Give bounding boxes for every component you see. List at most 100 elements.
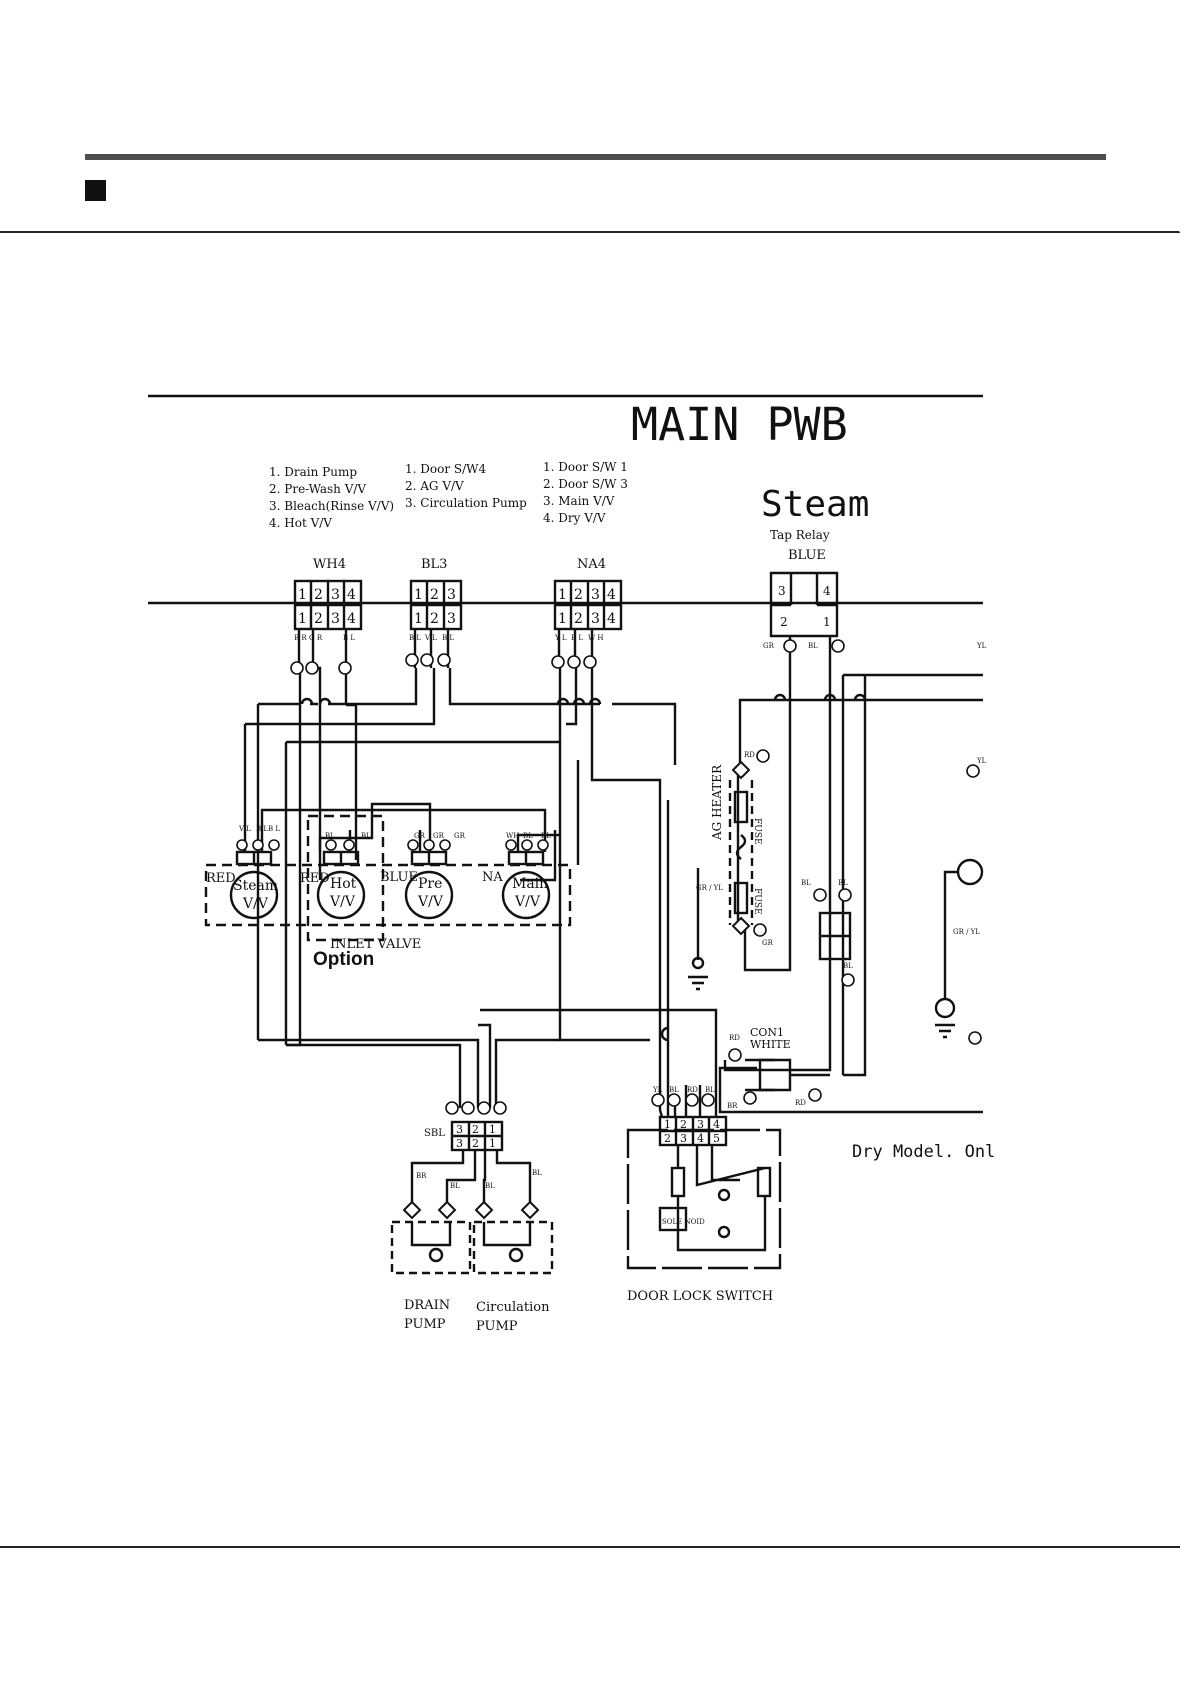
header-rule (85, 154, 1106, 160)
valve-name: Main (512, 876, 548, 892)
wh4-legend-line: 1. Drain Pump (269, 465, 357, 479)
valve-name: V/V (417, 894, 444, 910)
bl3-legend-line: 1. Door S/W4 (405, 462, 486, 476)
pump-label: PUMP (476, 1319, 518, 1334)
tap-relay-pin: 2 (780, 615, 788, 629)
valve-name: V/V (242, 896, 269, 912)
wh4-pin: 1 (298, 587, 307, 603)
solenoid-label: SOLE NOID (662, 1218, 705, 1226)
con1-name: CON1 (750, 1026, 784, 1039)
wire-code: Y L (554, 634, 567, 642)
sbl-pin: 1 (489, 1137, 496, 1150)
valve-name: V/V (514, 894, 541, 910)
wire-code: GR (454, 832, 466, 840)
wire-code: GR (763, 642, 775, 650)
bl3-pin: 3 (447, 611, 456, 627)
wh4-legend-line: 2. Pre-Wash V/V (269, 482, 366, 496)
fuse-label: FUSE (752, 888, 762, 915)
valve-color: NA (482, 870, 503, 885)
tap-relay-pin: 4 (823, 584, 831, 598)
wh4-pin: 4 (347, 611, 356, 627)
wh4-legend-line: 3. Bleach(Rinse V/V) (269, 499, 394, 513)
wire-code: B L (442, 634, 454, 642)
na4-legend-line: 4. Dry V/V (543, 511, 606, 525)
bl3-pin: 2 (430, 611, 439, 627)
door-lock-pin: 3 (680, 1132, 687, 1145)
valve-color: RED (206, 871, 236, 886)
wire-code: BL (838, 879, 848, 887)
tap-relay-pin: 1 (823, 615, 831, 629)
wire-code: RD (795, 1099, 806, 1107)
door-lock-pin: 4 (713, 1118, 720, 1131)
wire-code: BL (705, 1086, 715, 1094)
wh4-pin: 4 (347, 587, 356, 603)
wire-code: B L (256, 825, 268, 833)
diagram-frame-bottom (0, 1546, 1180, 1548)
wire-code: V L (424, 634, 437, 642)
steam-label: Steam (761, 484, 869, 525)
tap-relay-pin: 3 (778, 584, 786, 598)
diagram-frame-top (0, 231, 1180, 233)
wire-code: GR (433, 832, 445, 840)
wire-code: RD (744, 751, 755, 759)
wire-code: B L (343, 634, 355, 642)
wire-code: BR (727, 1102, 738, 1110)
ag-heater-label: AG HEATER (710, 764, 724, 841)
wire-code: GR / YL (953, 928, 980, 936)
board-title: MAIN PWB (631, 398, 848, 451)
wh4-name: WH4 (313, 557, 346, 572)
wire-code: B L (571, 634, 583, 642)
tap-relay-label: Tap Relay (770, 528, 830, 542)
door-lock-pin: 4 (697, 1132, 704, 1145)
na4-pin: 4 (607, 611, 616, 627)
wire-code: G R (309, 634, 323, 642)
na4-pin: 3 (591, 611, 600, 627)
pump-label: PUMP (404, 1317, 446, 1332)
wire-code: BL (450, 1182, 460, 1190)
sbl-pin: 2 (472, 1123, 479, 1136)
na4-legend-line: 2. Door S/W 3 (543, 477, 628, 491)
wire-code: B L (268, 825, 280, 833)
wire-code: BL (801, 879, 811, 887)
wire-code: RD (687, 1086, 698, 1094)
na4-pin: 2 (574, 611, 583, 627)
door-lock-pin: 1 (664, 1118, 671, 1131)
bl3-pin: 1 (414, 611, 423, 627)
wire-code: BL (523, 832, 533, 840)
fuse-label: FUSE (752, 818, 762, 845)
wire-code: GR (414, 832, 426, 840)
na4-pin: 3 (591, 587, 600, 603)
bl3-pin: 2 (430, 587, 439, 603)
wire-code: BL (808, 642, 818, 650)
bl3-legend-line: 3. Circulation Pump (405, 496, 527, 510)
door-lock-pin: 2 (664, 1132, 671, 1145)
na4-pin: 2 (574, 587, 583, 603)
valve-name: Pre (418, 876, 442, 892)
wire-code: YL (652, 1086, 663, 1094)
na4-pin: 4 (607, 587, 616, 603)
door-lock-pin: 3 (697, 1118, 704, 1131)
valve-name: V/V (329, 894, 356, 910)
wire-code: BL (361, 832, 371, 840)
con1-color: WHITE (750, 1038, 791, 1051)
na4-legend-line: 3. Main V/V (543, 494, 615, 508)
wire-code: B L (409, 634, 421, 642)
wire-code: BL (843, 962, 853, 970)
wh4-pin: 2 (314, 611, 323, 627)
na4-pin: 1 (558, 611, 567, 627)
wire-code: BR (416, 1172, 427, 1180)
wire-code: BL (541, 832, 551, 840)
dry-model-note: Dry Model. Onl (852, 1142, 995, 1162)
bl3-pin: 3 (447, 587, 456, 603)
wh4-pin: 3 (331, 611, 340, 627)
na4-name: NA4 (577, 557, 606, 572)
valve-color: BLUE (380, 870, 418, 885)
wire-code: GR / YL (696, 884, 723, 892)
na4-legend-line: 1. Door S/W 1 (543, 460, 628, 474)
wire-code: GR (762, 939, 774, 947)
wire-code: WH (506, 832, 519, 840)
valve-name: Steam (233, 878, 278, 894)
wire-code: BL (669, 1086, 679, 1094)
